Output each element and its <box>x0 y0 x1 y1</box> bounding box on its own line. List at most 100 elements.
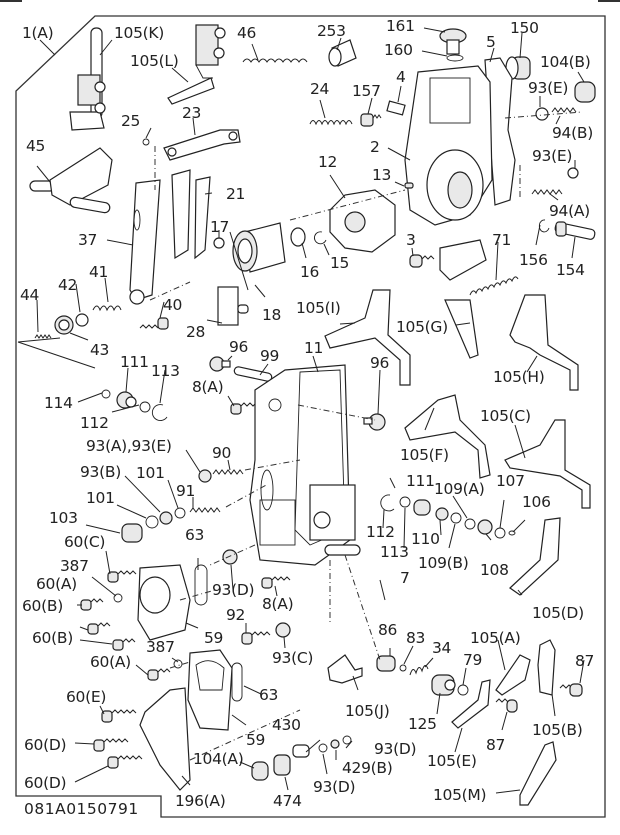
part-96-right <box>363 413 386 431</box>
callout-111-lower: 111 <box>406 472 435 490</box>
callout-150: 150 <box>510 19 539 37</box>
callout-3: 3 <box>406 231 416 249</box>
callout-112-lower: 112 <box>366 523 395 541</box>
part-430 <box>292 744 310 758</box>
part-106 <box>508 530 516 536</box>
part-59-upper <box>137 564 191 641</box>
callout-93a-93e: 93(A),93(E) <box>86 437 172 455</box>
callout-105i: 105(I) <box>296 299 340 317</box>
callout-101-right: 101 <box>136 464 165 482</box>
callout-11: 11 <box>304 339 323 357</box>
callout-387-upper: 387 <box>60 557 89 575</box>
callout-60a-lower: 60(A) <box>90 653 131 671</box>
part-105f <box>404 394 491 479</box>
callout-24: 24 <box>310 80 329 98</box>
drawing-code: 081A0150791 <box>24 800 139 818</box>
callout-16: 16 <box>300 263 319 281</box>
part-99-pin <box>233 366 273 382</box>
part-91 <box>189 507 221 513</box>
part-90-screw <box>212 469 244 475</box>
part-94a-stud <box>531 189 563 195</box>
part-112-upper <box>139 401 151 413</box>
callout-430: 430 <box>272 716 301 734</box>
callout-2: 2 <box>370 138 380 156</box>
callout-63-lower: 63 <box>259 686 278 704</box>
callout-110: 110 <box>411 530 440 548</box>
callout-156: 156 <box>519 251 548 269</box>
part-28 <box>217 286 249 326</box>
part-87-lower <box>495 698 518 713</box>
part-83 <box>399 664 407 672</box>
callout-43: 43 <box>90 341 109 359</box>
part-17-washer <box>213 237 225 249</box>
callout-42: 42 <box>58 276 77 294</box>
part-15-clip <box>314 231 327 245</box>
callout-34: 34 <box>432 639 451 657</box>
callout-7: 7 <box>400 569 410 587</box>
part-113-lower <box>399 496 411 508</box>
callout-105e: 105(E) <box>427 752 477 770</box>
part-96-upper <box>209 356 231 372</box>
callout-71: 71 <box>492 231 511 249</box>
callout-63-upper: 63 <box>185 526 204 544</box>
callout-91: 91 <box>176 482 195 500</box>
part-18 <box>232 222 286 273</box>
callout-105j: 105(J) <box>345 702 389 720</box>
callout-60b-upper: 60(B) <box>22 597 63 615</box>
part-44-screw <box>34 334 52 339</box>
callout-8a-lower: 8(A) <box>262 595 293 613</box>
callout-429b: 429(B) <box>342 759 393 777</box>
subassembly-bracket-upper <box>17 341 96 369</box>
callout-387-lower: 387 <box>146 638 175 656</box>
callout-8a-upper: 8(A) <box>192 378 223 396</box>
part-105l <box>167 24 226 105</box>
callout-93b: 93(B) <box>80 463 121 481</box>
callout-105c: 105(C) <box>480 407 531 425</box>
callout-46: 46 <box>237 24 256 42</box>
part-105d <box>509 517 561 596</box>
callout-45: 45 <box>26 137 45 155</box>
part-112-lower <box>380 494 395 512</box>
callout-labels: 1(A) 105(K) 105(L) 46 253 161 160 150 5 … <box>20 17 594 818</box>
part-93d-low-a <box>318 743 328 753</box>
callout-83: 83 <box>406 629 425 647</box>
callout-105m: 105(M) <box>433 786 486 804</box>
callout-93d-mid: 93(D) <box>212 581 254 599</box>
part-474 <box>273 754 291 776</box>
callout-109a: 109(A) <box>434 480 484 498</box>
part-60d-upper <box>93 738 129 752</box>
callout-161: 161 <box>386 17 415 35</box>
callout-1a: 1(A) <box>22 24 53 42</box>
part-79 <box>457 684 469 696</box>
part-71-spring <box>469 276 519 296</box>
callout-12: 12 <box>318 153 337 171</box>
part-8a-upper <box>230 402 260 415</box>
part-111-lower <box>413 499 431 516</box>
callout-59-upper: 59 <box>204 629 223 647</box>
callout-90: 90 <box>212 444 231 462</box>
part-43-nut <box>54 315 74 335</box>
part-111-upper <box>116 391 137 409</box>
callout-87-upper: 87 <box>575 652 594 670</box>
callout-114: 114 <box>44 394 73 412</box>
part-105c <box>504 419 591 509</box>
part-60b-upper <box>87 622 111 635</box>
part-105k <box>69 27 106 131</box>
alignment-lines <box>149 111 583 761</box>
callout-41: 41 <box>89 263 108 281</box>
callout-23: 23 <box>182 104 201 122</box>
callout-99: 99 <box>260 347 279 365</box>
part-60e <box>101 709 137 723</box>
part-60a-upper <box>80 598 104 611</box>
part-60b-lower <box>112 638 136 651</box>
callout-474: 474 <box>273 792 302 810</box>
callout-60d-lower: 60(D) <box>24 774 66 792</box>
part-40-bolt <box>139 317 169 330</box>
callout-15: 15 <box>330 254 349 272</box>
part-60a-lower <box>147 668 171 681</box>
part-253 <box>328 39 357 67</box>
part-105i <box>324 289 411 386</box>
callout-96-upper: 96 <box>229 338 248 356</box>
part-156-clip <box>538 219 550 233</box>
